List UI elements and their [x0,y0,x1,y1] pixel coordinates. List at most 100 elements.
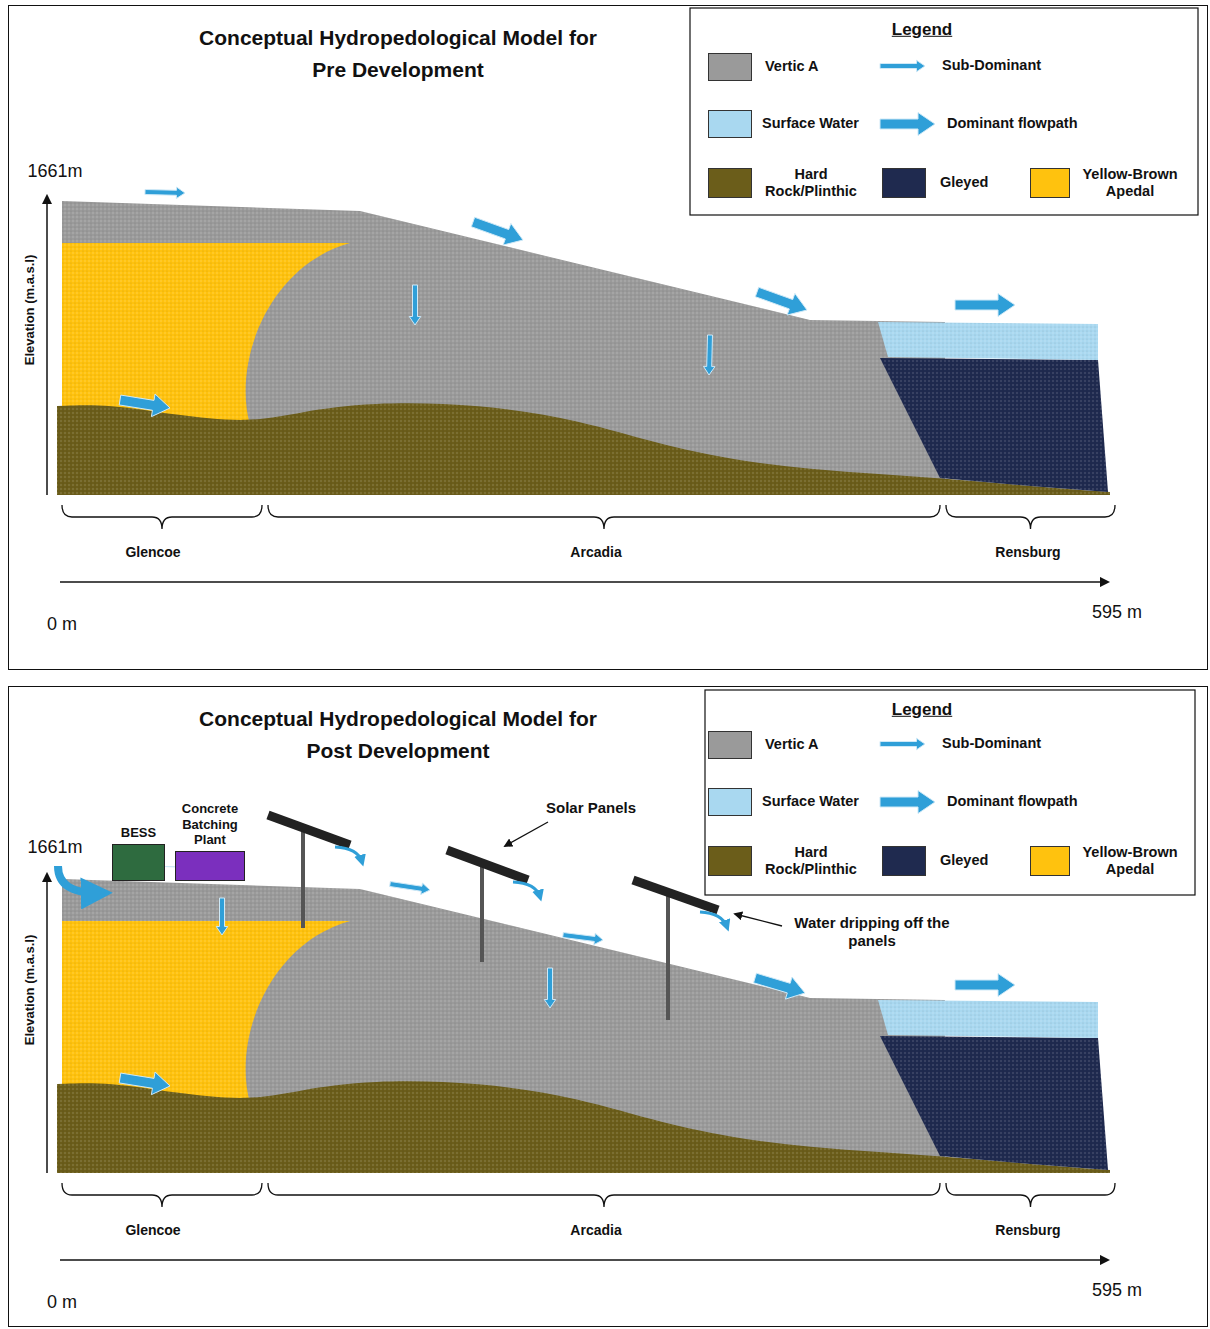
gleyed-layer [880,1036,1108,1170]
zone-brace [62,1183,262,1207]
axis-title: Elevation (m.a.s.l) [22,935,38,1046]
distance-value: 0 m [47,614,77,636]
gleyed-layer-texture [880,1036,1108,1170]
solar-panel [268,815,350,845]
zone-brace [946,505,1115,529]
zone-brace [62,505,262,529]
drip-arrow [513,882,540,897]
zone-brace [946,1183,1115,1207]
callout-text: Water dripping off the panels [787,914,957,950]
legend-box [705,690,1195,895]
axis-title: Elevation (m.a.s.l) [22,255,38,366]
flow-arrow [216,898,228,935]
elevation-value: 1661m [27,161,82,183]
soil-form: Arcadia [570,544,621,561]
runoff-arrow [58,866,100,893]
legend-heading: Legend [892,700,952,720]
panel-art [47,690,1195,1260]
elevation-axis [46,196,48,495]
apedal-layer-texture [62,921,350,1103]
flow-arrow [409,285,421,325]
legend-text: Surface Water [762,793,859,810]
legend-text: Gleyed [940,852,988,869]
legend-text: Hard Rock/Plinthic [755,166,867,201]
legend-swatch [708,168,752,198]
legend-swatch [1030,168,1070,198]
gleyed-layer-texture [880,358,1108,492]
apedal-layer-texture [62,243,350,425]
soil-form: Rensburg [995,1222,1060,1239]
flow-arrow [754,973,805,999]
flow-arrow [755,287,807,315]
facility-box: BESS [112,844,165,881]
elevation-value: 1661m [27,837,82,859]
drip-arrow [700,912,727,927]
panel-art [47,8,1198,582]
legend-arrow [880,791,935,814]
panel-title: Conceptual Hydropedological Model for Pr… [198,22,598,85]
panel-title: Conceptual Hydropedological Model for Po… [198,703,598,766]
legend-text: Gleyed [940,174,988,191]
legend-text: Surface Water [762,115,859,132]
legend-text: Sub-Dominant [942,735,1041,752]
legend-text: Dominant flowpath [947,793,1078,810]
flow-arrow [390,882,430,895]
facility-label: BESS [109,825,169,841]
legend-swatch [1030,846,1070,876]
legend-swatch [708,110,752,138]
legend-text: Vertic A [765,736,818,753]
model-panel: Conceptual Hydropedological Model for Pr… [8,5,1208,670]
flow-arrow [119,394,170,417]
legend-text: Hard Rock/Plinthic [755,844,867,879]
flow-arrow [119,1072,170,1095]
panel-post [666,895,670,1020]
legend-swatch [708,788,752,816]
legend-text: Dominant flowpath [947,115,1078,132]
legend-swatch [882,846,926,876]
gleyed-layer [880,358,1108,492]
surface-water-texture [878,1000,1098,1038]
distance-value: 595 m [1092,602,1142,624]
panel-post [301,830,305,928]
legend-box [690,8,1198,215]
elevation-axis [46,874,48,1173]
facility-box: Concrete Batching Plant [175,851,245,881]
flow-arrow [471,217,523,245]
soil-form: Glencoe [125,1222,180,1239]
legend-swatch [708,731,752,759]
legend-arrow [880,113,935,136]
facility-label: Concrete Batching Plant [168,801,252,848]
flow-arrow [955,974,1015,997]
flow-arrow [703,335,714,375]
distance-value: 595 m [1092,1280,1142,1302]
zone-brace [268,505,940,529]
legend-text: Yellow-Brown Apedal [1078,166,1182,201]
leader-line [735,914,782,926]
surface-water [878,1000,1098,1038]
surface-water [878,322,1098,360]
flow-arrow [544,968,556,1008]
flow-arrow [563,933,603,945]
zone-brace [268,1183,940,1207]
apedal-layer [62,243,350,425]
legend-text: Vertic A [765,58,818,75]
legend-swatch [708,53,752,81]
legend-swatch [882,168,926,198]
callout-text: Solar Panels [546,799,636,817]
apedal-layer [62,921,350,1103]
panel-post [480,865,484,962]
flow-arrows [119,187,1015,417]
leader-line [505,822,548,846]
legend-text: Sub-Dominant [942,57,1041,74]
distance-value: 0 m [47,1292,77,1314]
legend-arrow [880,738,925,750]
legend-text: Yellow-Brown Apedal [1078,844,1182,879]
surface-water-texture [878,322,1098,360]
distance-axis [60,1259,1108,1261]
flow-arrow [955,294,1015,317]
solar-panel [447,850,528,880]
distance-axis [60,581,1108,583]
flow-arrow [145,187,185,198]
soil-form: Glencoe [125,544,180,561]
